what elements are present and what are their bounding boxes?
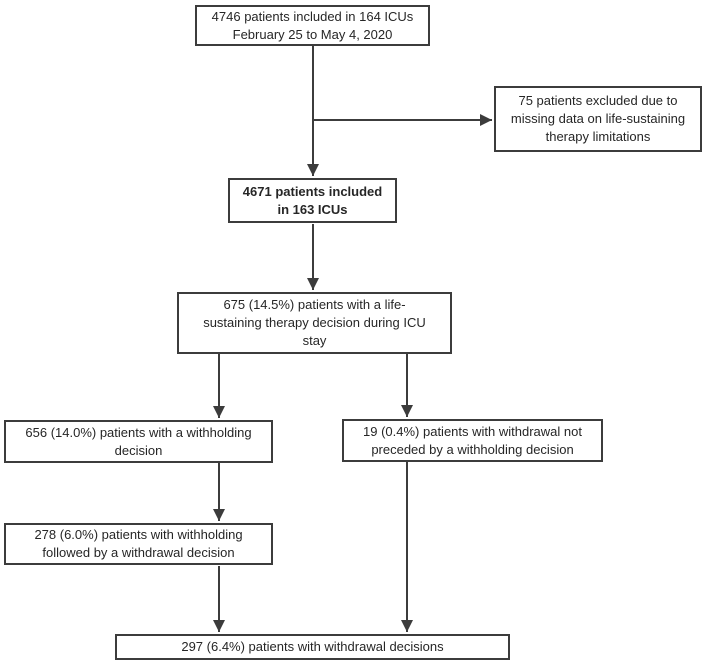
box-text-line: 297 (6.4%) patients with withdrawal deci… (181, 639, 444, 654)
box-text-line: followed by a withdrawal decision (42, 545, 235, 560)
box-text-line: stay (302, 333, 327, 348)
box-text-line: decision (114, 442, 163, 458)
box-text-line: 4671 patients included (242, 183, 383, 199)
box-total-included: 4746 patients included in 164 ICUs Febru… (195, 5, 430, 46)
box-withholding-decision: 656 (14.0%) patients with a withholding … (4, 420, 273, 463)
box-life-sustaining-therapy-decision: 675 (14.5%) patients with a life- sustai… (177, 292, 452, 354)
box-excluded-patients: 75 patients excluded due to missing data… (494, 86, 702, 152)
box-text-line: 278 (6.0%) patients with withholding (34, 527, 243, 542)
box-text-line: 675 (14.5%) patients with a life- (223, 297, 406, 312)
box-text-line: 19 (0.4%) patients with withdrawal not (363, 423, 582, 439)
box-withholding-then-withdrawal: 278 (6.0%) patients with withholding fol… (4, 523, 273, 565)
box-text-line: 75 patients excluded due to (518, 93, 678, 108)
box-text-line: missing data on life-sustaining (510, 111, 686, 126)
box-text-line: sustaining therapy decision during ICU (203, 315, 426, 330)
box-text-line: February 25 to May 4, 2020 (232, 26, 393, 42)
box-text-line: preceded by a withholding decision (371, 441, 574, 457)
box-text-line: in 163 ICUs (277, 201, 348, 217)
box-withdrawal-not-preceded: 19 (0.4%) patients with withdrawal not p… (342, 419, 603, 462)
box-text-line: therapy limitations (545, 129, 651, 144)
box-included-after-exclusion: 4671 patients included in 163 ICUs (228, 178, 397, 223)
box-text-line: 656 (14.0%) patients with a withholding (25, 424, 252, 440)
box-text-line: 4746 patients included in 164 ICUs (211, 8, 414, 24)
box-withdrawal-total: 297 (6.4%) patients with withdrawal deci… (115, 634, 510, 660)
